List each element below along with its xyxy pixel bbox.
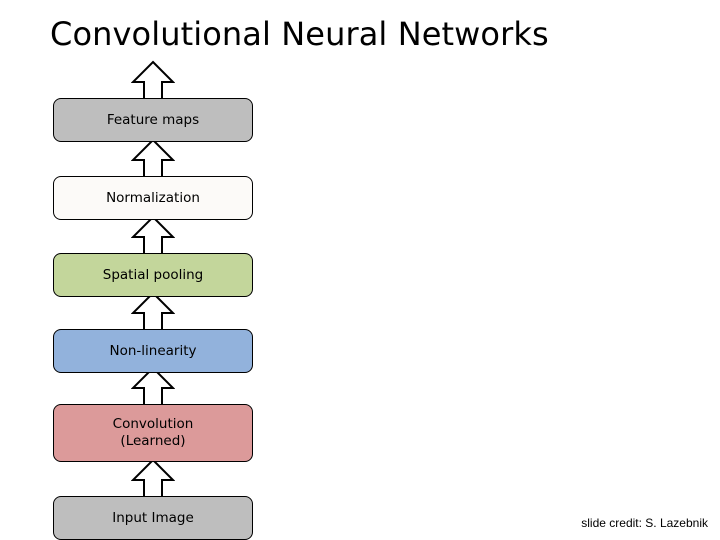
stage-box-spatial-pooling[interactable]: Spatial pooling: [53, 253, 253, 297]
stage-label: Feature maps: [106, 111, 200, 128]
stage-label: Spatial pooling: [102, 266, 204, 283]
stage-label: Convolution (Learned): [112, 416, 194, 449]
stage-box-feature-maps[interactable]: Feature maps: [53, 98, 253, 142]
page-title: Convolutional Neural Networks: [50, 15, 549, 53]
stage-box-input-image[interactable]: Input Image: [53, 496, 253, 540]
arrow-up-icon: [131, 215, 175, 255]
stage-label: Normalization: [106, 189, 200, 206]
stage-label: Input Image: [112, 509, 194, 526]
arrow-up-icon: [131, 138, 175, 178]
stage-box-convolution-learned[interactable]: Convolution (Learned): [53, 404, 253, 462]
stage-box-non-linearity[interactable]: Non-linearity: [53, 329, 253, 373]
stage-label: Non-linearity: [109, 342, 197, 359]
slide-credit: slide credit: S. Lazebnik: [581, 516, 708, 530]
stage-box-normalization[interactable]: Normalization: [53, 176, 253, 220]
arrow-up-icon: [131, 458, 175, 498]
arrow-up-icon: [131, 291, 175, 331]
arrow-up-icon: [131, 60, 175, 100]
